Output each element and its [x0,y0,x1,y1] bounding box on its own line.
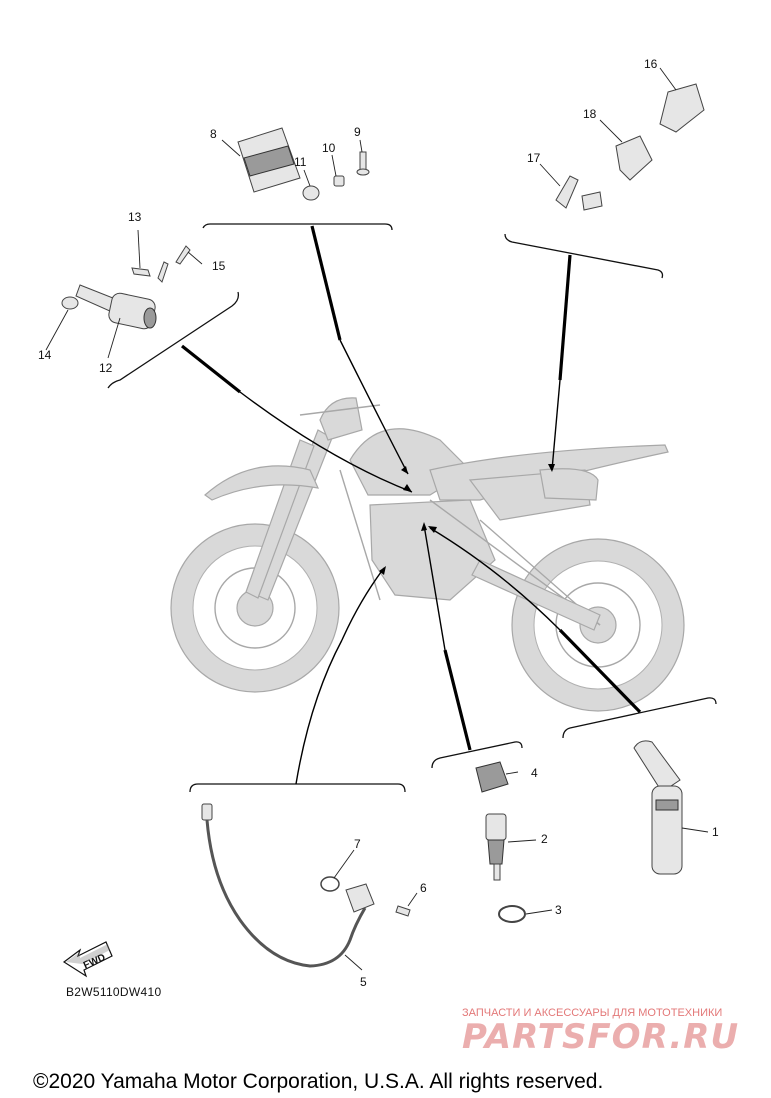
diagram-code: B2W5110DW410 [66,985,161,999]
callout-4: 4 [531,766,538,780]
parts-group-top-middle [237,127,370,201]
callout-18: 18 [583,107,597,121]
callout-15: 15 [212,259,226,273]
watermark: ЗАПЧАСТИ И АКСЕССУАРЫ ДЛЯ МОТОТЕХНИКИ PA… [462,1007,739,1057]
callout-9: 9 [354,125,361,139]
callout-2: 2 [541,832,548,846]
leader-lines [45,67,709,971]
callout-11: 11 [294,155,307,169]
parts-group-bottom-left [201,803,411,968]
watermark-brand: PARTSFOR.RU [462,1017,739,1057]
parts-group-bottom-right [633,740,683,875]
parts-group-top-left [61,245,191,330]
callout-16: 16 [644,57,658,71]
callout-3: 3 [555,903,562,917]
callout-7: 7 [354,837,361,851]
callout-13: 13 [128,210,142,224]
callout-brackets [107,223,717,793]
watermark-tagline: ЗАПЧАСТИ И АКСЕССУАРЫ ДЛЯ МОТОТЕХНИКИ [462,1007,722,1019]
callout-numbers: 1 2 3 4 5 6 7 8 9 10 11 12 13 14 15 16 1… [38,57,719,989]
callout-12: 12 [99,361,113,375]
parts-group-top-right [555,83,705,211]
motorcycle-illustration [170,397,685,712]
callout-5: 5 [360,975,367,989]
callout-10: 10 [322,141,336,155]
copyright-notice: ©2020 Yamaha Motor Corporation, U.S.A. A… [33,1070,603,1093]
callout-14: 14 [38,348,52,362]
callout-1: 1 [712,825,719,839]
callout-17: 17 [527,151,541,165]
parts-group-bottom-middle [475,761,526,923]
pointer-lines [181,225,642,785]
callout-6: 6 [420,881,427,895]
fwd-arrow-icon: FWD [62,941,113,978]
callout-8: 8 [210,127,217,141]
